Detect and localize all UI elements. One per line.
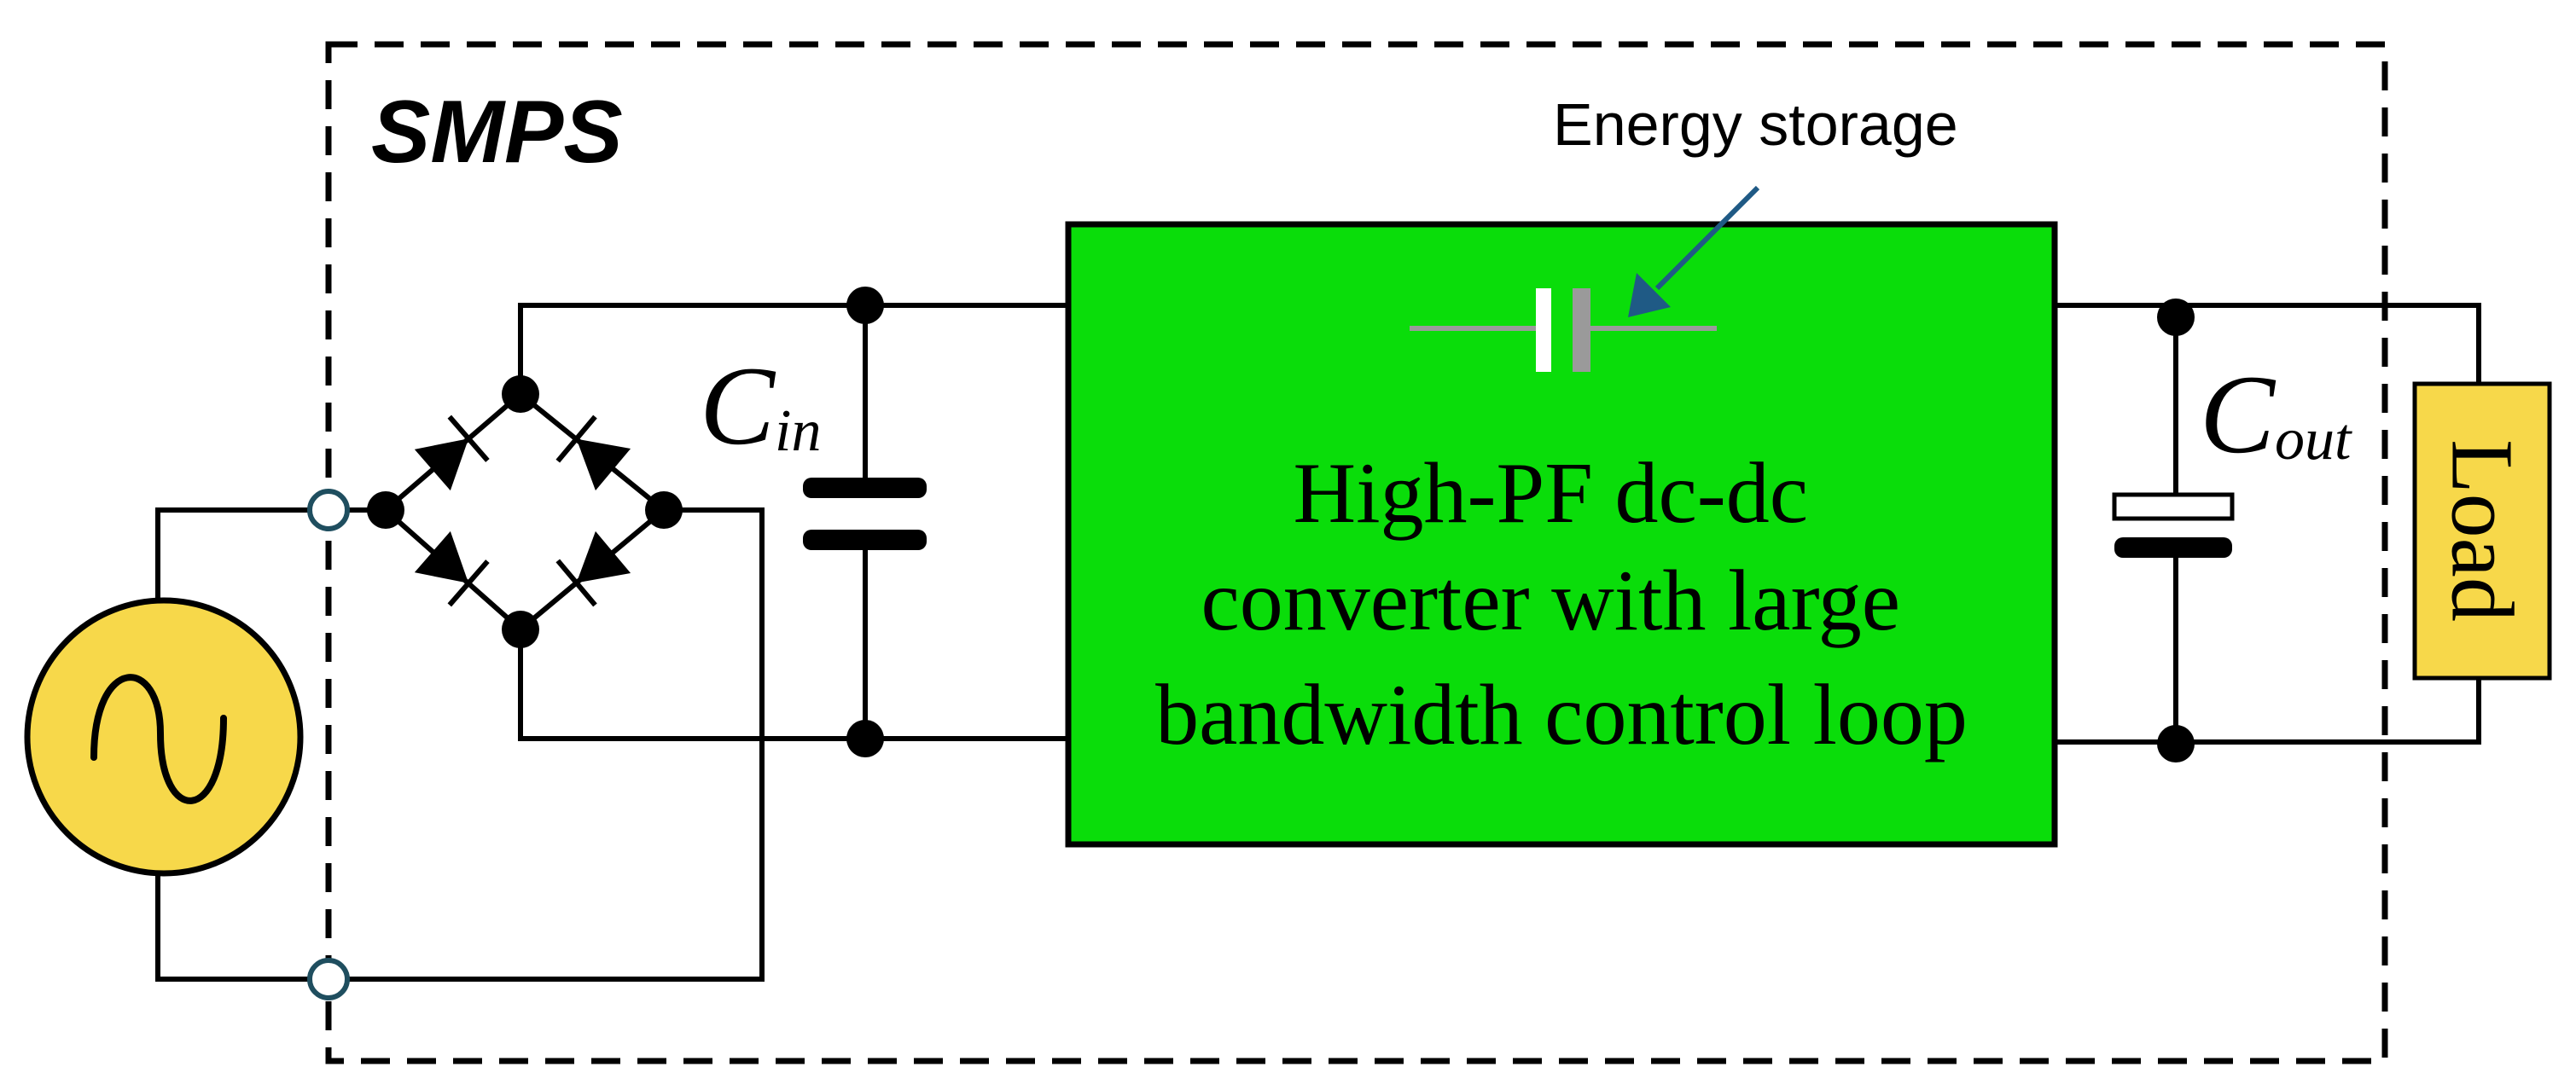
converter-label-line-1: High-PF dc-dc [1294,445,1808,542]
pointer-arrow-icon [1628,185,1760,317]
ac-sine-source-icon [90,674,227,804]
input-capacitor-label: Cin [700,343,822,468]
smps-label: SMPS [371,83,623,182]
input-terminal-top [307,489,350,531]
energy-storage-capacitor [1410,288,1717,372]
load-label: Load [2434,439,2532,622]
diode-top-left [414,415,490,491]
diode-top-right [555,415,631,491]
ac-source [24,597,304,877]
energy-storage-label: Energy storage [1553,91,1958,158]
converter-label: High-PF dc-dc converter with large bandw… [1155,445,1968,763]
load-box [2412,381,2552,681]
input-capacitor [803,478,927,550]
diode-bridge-icon [367,375,683,648]
capacitor-icon [803,478,927,498]
converter-block [1065,221,2058,848]
converter-label-line-3: bandwidth control loop [1155,667,1968,763]
load: Load [2412,381,2552,681]
output-capacitor-label: Cout [2200,351,2352,477]
capacitor-icon [2112,492,2235,521]
source-wiring [155,507,765,982]
output-rails [2052,299,2481,762]
converter-label-line-2: converter with large [1201,553,1900,649]
input-terminal-bottom [307,958,350,1000]
smps-boundary [325,41,2388,1064]
diode-bottom-right [555,531,631,607]
diode-bottom-left [414,531,490,607]
output-capacitor [2112,492,2235,558]
input-rails [518,287,1071,757]
